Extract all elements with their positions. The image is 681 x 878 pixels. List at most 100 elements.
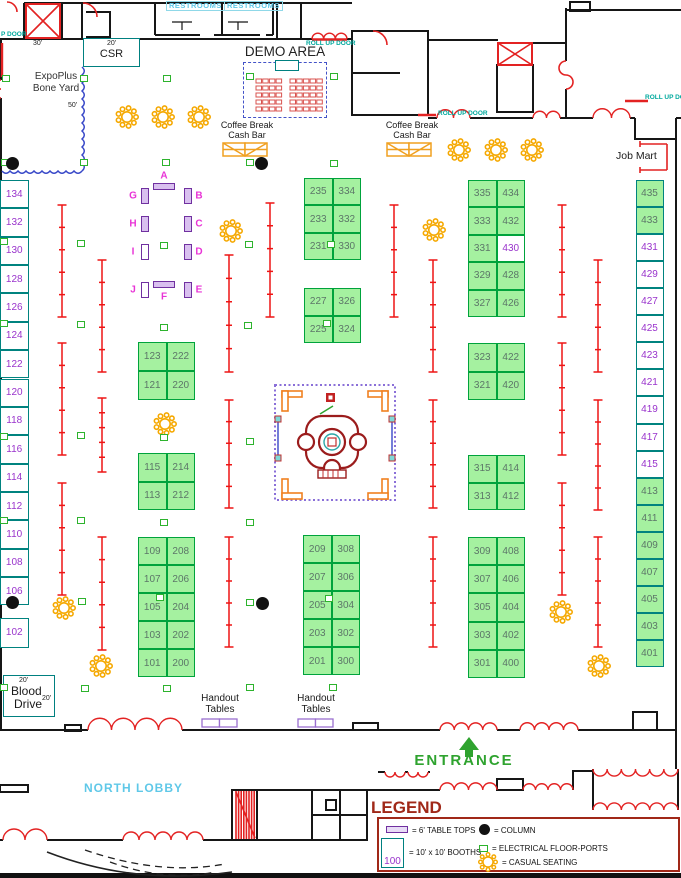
booth-106[interactable]: 106 — [0, 576, 29, 606]
booth-405[interactable]: 405 — [635, 585, 664, 613]
booth-235[interactable]: 235 — [304, 178, 333, 206]
booth-401[interactable]: 401 — [635, 640, 664, 668]
booth-329[interactable]: 329 — [468, 262, 497, 290]
booth-123[interactable]: 123 — [138, 342, 167, 371]
table-top-I[interactable] — [141, 244, 149, 260]
booth-404[interactable]: 404 — [496, 593, 525, 622]
booth-209[interactable]: 209 — [303, 535, 332, 563]
booth-233[interactable]: 233 — [304, 205, 333, 233]
table-top-A[interactable] — [153, 183, 175, 190]
booth-432[interactable]: 432 — [496, 207, 525, 235]
booth-413[interactable]: 413 — [635, 477, 664, 505]
booth-421[interactable]: 421 — [635, 369, 664, 397]
booth-114[interactable]: 114 — [0, 463, 29, 492]
booth-303[interactable]: 303 — [468, 621, 497, 650]
booth-334[interactable]: 334 — [332, 178, 361, 206]
booth-120[interactable]: 120 — [0, 378, 29, 407]
table-top-G[interactable] — [141, 188, 149, 204]
booth-227[interactable]: 227 — [304, 288, 333, 316]
booth-326[interactable]: 326 — [332, 288, 361, 316]
booth-103[interactable]: 103 — [138, 621, 167, 649]
booth-107[interactable]: 107 — [138, 565, 167, 593]
booth-433[interactable]: 433 — [635, 207, 664, 235]
booth-305[interactable]: 305 — [468, 593, 497, 622]
table-top-C[interactable] — [184, 216, 192, 232]
booth-134[interactable]: 134 — [0, 180, 29, 209]
booth-417[interactable]: 417 — [635, 423, 664, 451]
booth-423[interactable]: 423 — [635, 342, 664, 370]
booth-116[interactable]: 116 — [0, 435, 29, 464]
booth-428[interactable]: 428 — [496, 262, 525, 290]
booth-409[interactable]: 409 — [635, 531, 664, 559]
booth-431[interactable]: 431 — [635, 234, 664, 262]
booth-203[interactable]: 203 — [303, 619, 332, 647]
booth-400[interactable]: 400 — [496, 649, 525, 678]
booth-132[interactable]: 132 — [0, 208, 29, 237]
booth-124[interactable]: 124 — [0, 321, 29, 351]
booth-115[interactable]: 115 — [138, 453, 167, 482]
booth-327[interactable]: 327 — [468, 289, 497, 317]
booth-101[interactable]: 101 — [138, 649, 167, 677]
booth-204[interactable]: 204 — [166, 593, 195, 621]
booth-331[interactable]: 331 — [468, 234, 497, 263]
booth-110[interactable]: 110 — [0, 520, 29, 549]
booth-419[interactable]: 419 — [635, 396, 664, 424]
booth-200[interactable]: 200 — [166, 649, 195, 677]
booth-220[interactable]: 220 — [166, 371, 195, 400]
table-top-H[interactable] — [141, 216, 149, 232]
table-top-E[interactable] — [184, 282, 192, 298]
booth-323[interactable]: 323 — [468, 343, 497, 372]
booth-201[interactable]: 201 — [303, 647, 332, 675]
table-top-B[interactable] — [184, 188, 192, 204]
booth-335[interactable]: 335 — [468, 180, 497, 208]
booth-313[interactable]: 313 — [468, 482, 497, 510]
booth-202[interactable]: 202 — [166, 621, 195, 649]
booth-415[interactable]: 415 — [635, 450, 664, 478]
booth-109[interactable]: 109 — [138, 537, 167, 565]
booth-412[interactable]: 412 — [496, 482, 525, 510]
booth-121[interactable]: 121 — [138, 371, 167, 400]
booth-408[interactable]: 408 — [496, 537, 525, 566]
booth-429[interactable]: 429 — [635, 261, 664, 289]
table-top-F[interactable] — [153, 281, 175, 288]
booth-118[interactable]: 118 — [0, 406, 29, 436]
booth-426[interactable]: 426 — [496, 289, 525, 317]
booth-300[interactable]: 300 — [331, 647, 360, 675]
booth-222[interactable]: 222 — [166, 342, 195, 371]
booth-422[interactable]: 422 — [496, 343, 525, 372]
booth-333[interactable]: 333 — [468, 207, 497, 235]
booth-414[interactable]: 414 — [496, 455, 525, 483]
table-top-J[interactable] — [141, 282, 149, 298]
booth-420[interactable]: 420 — [496, 371, 525, 400]
booth-315[interactable]: 315 — [468, 455, 497, 483]
booth-102[interactable]: 102 — [0, 617, 29, 648]
booth-304[interactable]: 304 — [331, 591, 360, 619]
booth-212[interactable]: 212 — [166, 481, 195, 510]
booth-128[interactable]: 128 — [0, 265, 29, 294]
booth-406[interactable]: 406 — [496, 565, 525, 594]
booth-434[interactable]: 434 — [496, 180, 525, 208]
booth-435[interactable]: 435 — [635, 180, 664, 208]
booth-307[interactable]: 307 — [468, 565, 497, 594]
booth-301[interactable]: 301 — [468, 649, 497, 678]
booth-302[interactable]: 302 — [331, 619, 360, 647]
booth-332[interactable]: 332 — [332, 205, 361, 233]
booth-430[interactable]: 430 — [496, 234, 525, 263]
booth-108[interactable]: 108 — [0, 548, 29, 577]
booth-330[interactable]: 330 — [332, 232, 361, 261]
booth-402[interactable]: 402 — [496, 621, 525, 650]
booth-411[interactable]: 411 — [635, 504, 664, 532]
booth-112[interactable]: 112 — [0, 491, 29, 521]
table-top-D[interactable] — [184, 244, 192, 260]
booth-206[interactable]: 206 — [166, 565, 195, 593]
booth-427[interactable]: 427 — [635, 288, 664, 316]
booth-324[interactable]: 324 — [332, 315, 361, 343]
booth-407[interactable]: 407 — [635, 558, 664, 586]
booth-208[interactable]: 208 — [166, 537, 195, 565]
booth-113[interactable]: 113 — [138, 481, 167, 510]
booth-309[interactable]: 309 — [468, 537, 497, 566]
booth-122[interactable]: 122 — [0, 350, 29, 379]
booth-425[interactable]: 425 — [635, 315, 664, 343]
booth-308[interactable]: 308 — [331, 535, 360, 563]
booth-321[interactable]: 321 — [468, 371, 497, 400]
